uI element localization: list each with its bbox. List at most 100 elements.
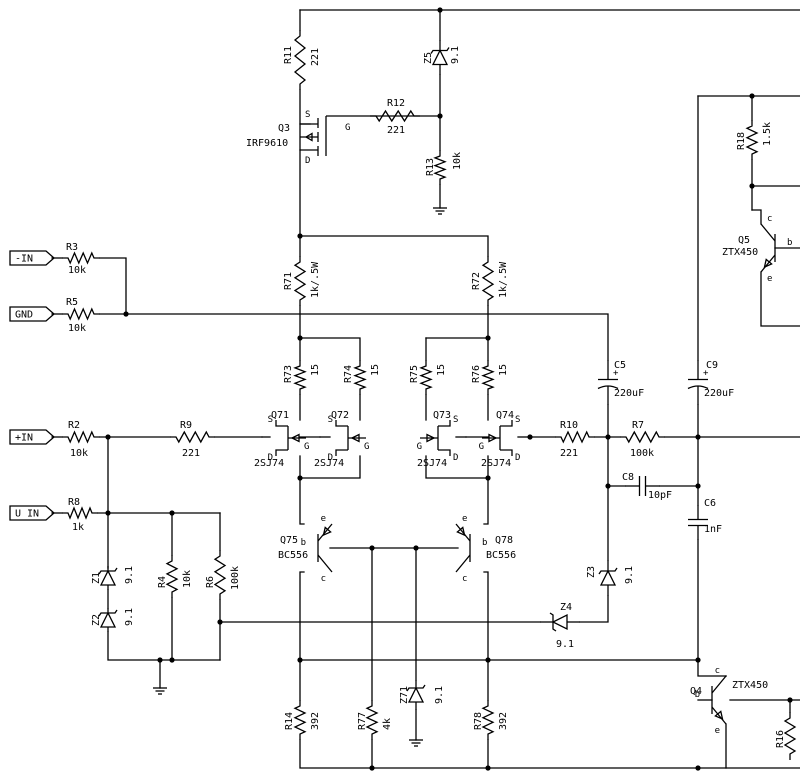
resistor-r3	[62, 251, 100, 265]
resistor-ref-r72: R72	[471, 272, 482, 290]
transistor-ref-q75: Q75	[280, 535, 298, 546]
resistor-ref-r6: R6	[205, 576, 216, 588]
zener-diode-z4	[540, 612, 580, 632]
capacitor-ref-c8: C8	[622, 472, 634, 483]
resistor-r72	[481, 256, 495, 306]
resistor-r77	[365, 700, 379, 740]
resistor-r16	[783, 712, 797, 760]
resistor-r14	[293, 700, 307, 740]
resistor-value-r72: 1k/.5W	[498, 261, 509, 298]
pin-base: b	[787, 238, 792, 248]
wires	[51, 7, 800, 771]
resistor-value-r75: 15	[436, 364, 447, 376]
zener-value-z4: 9.1	[556, 639, 574, 650]
transistor-ref-q71: Q71	[271, 410, 289, 421]
capacitor-ref-c5: C5	[614, 360, 626, 371]
pin-gate: G	[304, 442, 309, 452]
capacitor-ref-c9: C9	[706, 360, 718, 371]
capacitor-value-c5: 220uF	[614, 388, 644, 399]
jfet-q73	[420, 420, 451, 456]
resistor-r11	[293, 30, 307, 90]
zener-ref-z2: Z2	[91, 614, 102, 626]
resistor-value-r4: 10k	[182, 570, 193, 588]
bjt-q75	[317, 523, 333, 573]
transistor-ref-q73: Q73	[433, 410, 451, 421]
wire	[299, 571, 305, 701]
junction-dot	[369, 765, 375, 771]
transistor-part-q72: 2SJ74	[314, 458, 344, 469]
resistor-value-r7: 100k	[630, 448, 654, 459]
port-gnd	[9, 306, 55, 322]
jfet-q74	[482, 420, 513, 456]
pin-source: S	[305, 110, 310, 120]
bjt-q78	[455, 523, 471, 573]
zener-ref-z5: Z5	[423, 52, 434, 64]
resistor-ref-r5: R5	[66, 297, 78, 308]
pin-collector: c	[462, 574, 467, 584]
parts	[9, 30, 797, 760]
resistor-ref-r7: R7	[632, 420, 644, 431]
resistor-r78	[481, 700, 495, 740]
resistor-r13	[433, 150, 447, 185]
resistor-value-r73: 15	[310, 364, 321, 376]
resistor-value-r77: 4k	[382, 718, 393, 730]
junction-dot	[485, 765, 491, 771]
pin-base: b	[301, 538, 306, 548]
resistor-r12	[370, 109, 420, 123]
wire	[483, 477, 489, 525]
wire	[99, 313, 609, 361]
resistor-r8	[62, 506, 98, 520]
pin-source: S	[515, 415, 520, 425]
transistor-ref-q78: Q78	[495, 535, 513, 546]
resistor-ref-r74: R74	[343, 365, 354, 383]
wire	[425, 455, 489, 479]
port-label-in: +IN	[15, 433, 33, 444]
capacitor-c9	[687, 360, 709, 405]
transistor-ref-q74: Q74	[496, 410, 514, 421]
pin-source: S	[453, 415, 458, 425]
zener-diode-z3	[598, 560, 618, 596]
capacitor-value-c8: 10pF	[648, 490, 672, 501]
resistor-r73	[293, 360, 307, 395]
transistor-part-q75: BC556	[278, 550, 308, 561]
wire	[299, 235, 489, 257]
zener-diode-z1	[98, 566, 118, 590]
junction-dot	[527, 434, 533, 440]
pin-emitter: e	[462, 514, 467, 524]
resistor-value-r10: 221	[560, 448, 578, 459]
wire	[299, 337, 361, 361]
resistor-ref-r9: R9	[180, 420, 192, 431]
bjt-q4	[711, 675, 727, 725]
zener-diode-z71	[406, 680, 426, 710]
pin-collector: c	[321, 574, 326, 584]
wire	[299, 739, 800, 769]
port-in	[9, 429, 55, 445]
resistor-r75	[419, 360, 433, 395]
port-u-in	[9, 505, 55, 521]
pin-base: b	[695, 690, 700, 700]
capacitor-c6	[688, 505, 708, 540]
resistor-r7	[620, 430, 665, 444]
zener-value-z5: 9.1	[450, 46, 461, 64]
resistor-value-r3: 10k	[68, 265, 86, 276]
pin-gate: G	[417, 442, 422, 452]
capacitor-value-c6: 1nF	[704, 524, 722, 535]
resistor-r4	[165, 555, 179, 598]
ground-symbol	[153, 687, 167, 695]
resistor-ref-r14: R14	[284, 712, 295, 730]
resistor-ref-r12: R12	[387, 98, 405, 109]
port-label-u-in: U IN	[15, 509, 39, 520]
wire	[107, 631, 221, 661]
wire	[483, 571, 489, 701]
resistor-ref-r4: R4	[157, 576, 168, 588]
wire	[579, 595, 609, 623]
jfet-q71	[275, 420, 306, 456]
zener-ref-z3: Z3	[586, 566, 597, 578]
pin-source: S	[328, 415, 333, 425]
resistor-r74	[353, 360, 367, 395]
zener-diode-z5	[430, 40, 450, 75]
transistor-ref-q4: Q4	[690, 686, 702, 697]
resistor-r9	[170, 430, 215, 444]
resistor-ref-r13: R13	[425, 158, 436, 176]
